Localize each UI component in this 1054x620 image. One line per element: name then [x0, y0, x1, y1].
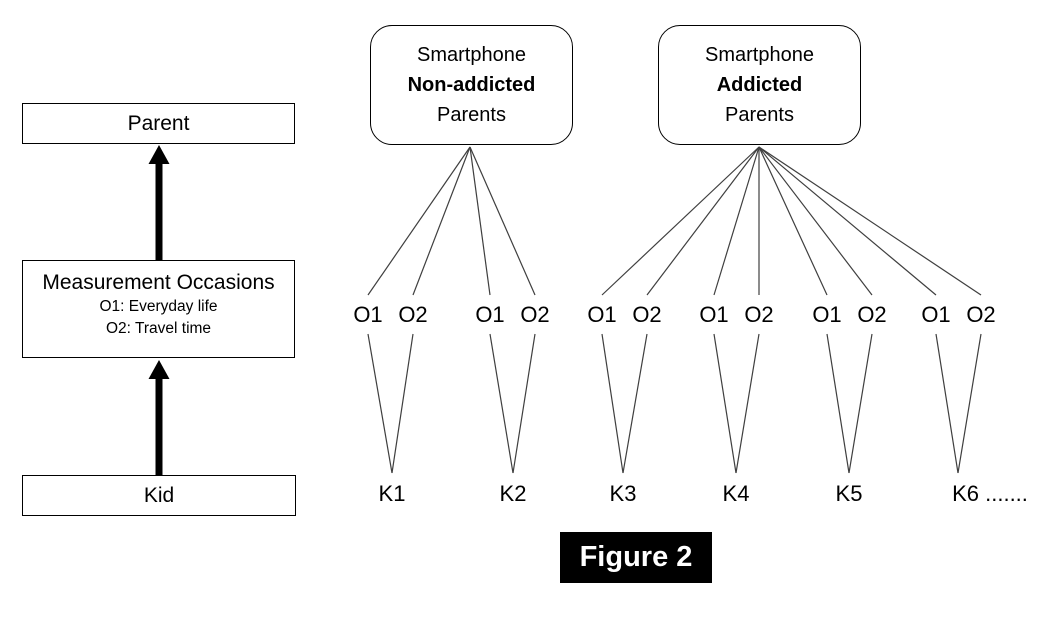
measurement-item-o2: O2: Travel time: [105, 320, 212, 337]
measurement-item-o1: O1: Everyday life: [99, 298, 218, 315]
pair-lines-k2: [489, 333, 536, 474]
kid-label-k6: K6 .......: [952, 481, 1028, 506]
figure-caption: Figure 2: [560, 532, 712, 583]
occasion-label-o1-k2: O1: [475, 302, 505, 327]
kid-box-label: Kid: [143, 483, 175, 507]
occasion-label-o1-k6: O1: [921, 302, 951, 327]
kid-label-k5: K5: [835, 481, 863, 506]
addicted-parents-box: Smartphone Addicted Parents: [658, 25, 861, 145]
occasion-label-o2-k5: O2: [857, 302, 887, 327]
pair-lines-k1: [367, 333, 414, 474]
occasion-label-o1-k1: O1: [353, 302, 383, 327]
addicted-line1: Smartphone: [705, 44, 814, 66]
kid-label-k2: K2: [499, 481, 527, 506]
pair-lines-k4: [713, 333, 760, 474]
nonaddicted-line1: Smartphone: [417, 44, 526, 66]
pair-lines-k3: [601, 333, 648, 474]
pair-lines-k6: [935, 333, 982, 474]
addicted-line3: Parents: [725, 104, 794, 126]
nonaddicted-parents-box: Smartphone Non-addicted Parents: [370, 25, 573, 145]
nonaddicted-line2: Non-addicted: [407, 74, 536, 96]
occasion-label-o1-k3: O1: [587, 302, 617, 327]
occasion-label-o2-k2: O2: [520, 302, 550, 327]
kid-label-k4: K4: [722, 481, 750, 506]
kid-box: Kid: [22, 475, 296, 516]
occasion-label-o2-k1: O2: [398, 302, 428, 327]
addicted-line2: Addicted: [716, 74, 803, 96]
arrow-kid-to-occasions: [148, 360, 170, 475]
occasion-label-o2-k4: O2: [744, 302, 774, 327]
occasion-label-o2-k6: O2: [966, 302, 996, 327]
occasion-label-o1-k5: O1: [812, 302, 842, 327]
kid-label-k3: K3: [609, 481, 637, 506]
measurement-occasions-box: Measurement Occasions O1: Everyday life …: [22, 260, 295, 358]
nonaddicted-line3: Parents: [437, 104, 506, 126]
occasion-label-o2-k3: O2: [632, 302, 662, 327]
arrow-occasions-to-parent: [148, 145, 170, 260]
measurement-occasions-title: Measurement Occasions: [42, 271, 275, 294]
kid-label-k1: K1: [378, 481, 406, 506]
fan-lines-addicted: [601, 146, 982, 296]
fan-lines-nonaddicted: [367, 146, 536, 296]
pair-lines-k5: [826, 333, 873, 474]
parent-box-label: Parent: [127, 111, 190, 135]
occasion-label-o1-k4: O1: [699, 302, 729, 327]
parent-box: Parent: [22, 103, 295, 144]
